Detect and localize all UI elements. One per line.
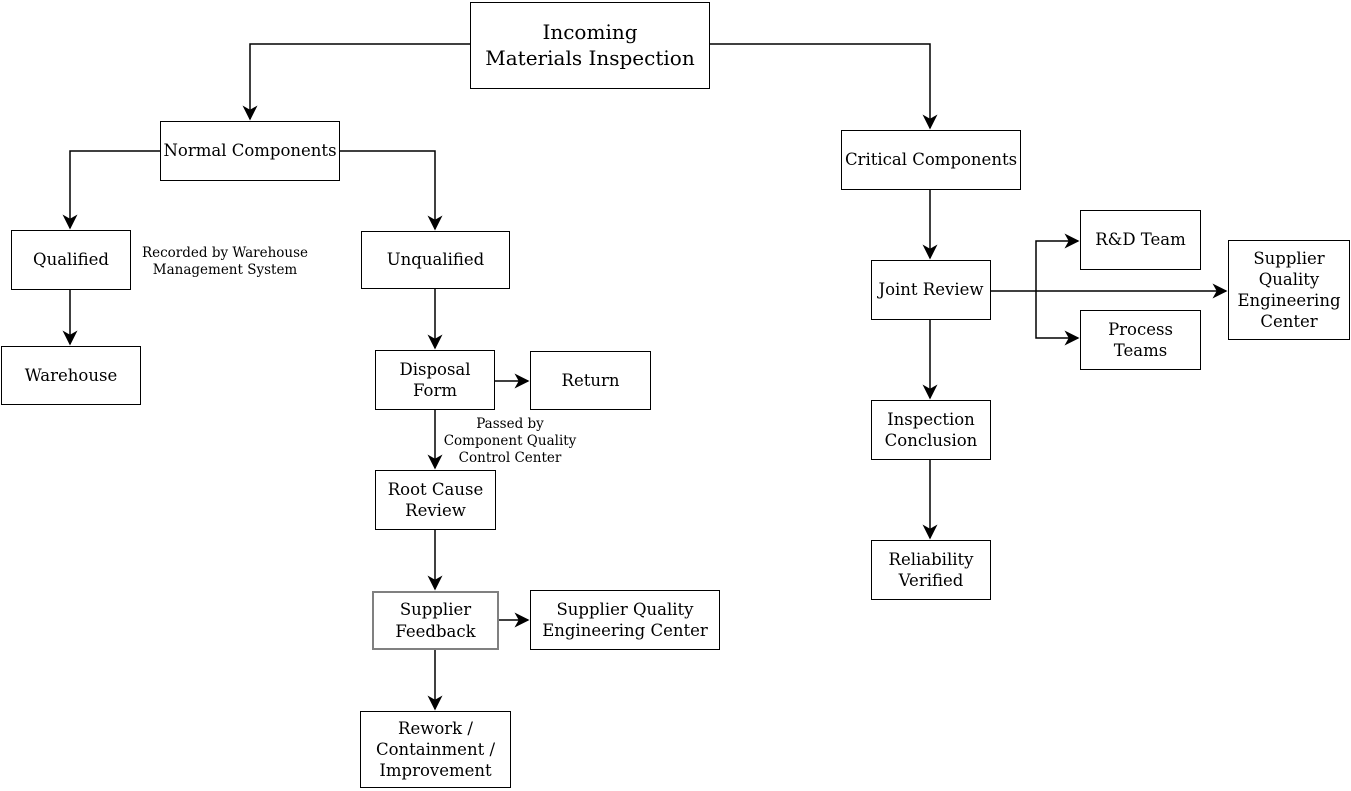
- node-incoming-materials-inspection: Incoming Materials Inspection: [470, 2, 710, 89]
- node-rework-containment-improvement: Rework / Containment / Improvement: [360, 711, 511, 788]
- node-supplier-quality-engineering-center-right: Supplier Quality Engineering Center: [1228, 240, 1350, 340]
- node-rd-team: R&D Team: [1080, 210, 1201, 270]
- node-warehouse: Warehouse: [1, 346, 141, 405]
- node-supplier-quality-engineering-center-mid: Supplier Quality Engineering Center: [530, 590, 720, 650]
- node-supplier-feedback: Supplier Feedback: [372, 591, 499, 650]
- edge-joint-review-to-process-teams: [1035, 291, 1080, 346]
- edge-normal-to-qualified: [62, 150, 160, 230]
- node-root-cause-review: Root Cause Review: [375, 470, 496, 530]
- node-process-teams: Process Teams: [1080, 310, 1201, 370]
- node-disposal-form: Disposal Form: [375, 350, 495, 410]
- edge-incoming-to-normal: [242, 43, 470, 121]
- edge-joint-review-to-rd-team: [1035, 233, 1080, 291]
- edge-incoming-to-critical: [710, 43, 938, 130]
- node-qualified: Qualified: [11, 230, 131, 290]
- node-unqualified: Unqualified: [361, 231, 510, 289]
- node-inspection-conclusion: Inspection Conclusion: [871, 400, 991, 460]
- node-normal-components: Normal Components: [160, 121, 340, 181]
- node-joint-review: Joint Review: [871, 260, 991, 320]
- edge-normal-to-unqualified: [340, 150, 443, 231]
- annotation-passed-by-component-quality: Passed by Component Quality Control Cent…: [443, 416, 577, 466]
- node-reliability-verified: Reliability Verified: [871, 540, 991, 600]
- node-critical-components: Critical Components: [841, 130, 1021, 190]
- annotation-recorded-by-warehouse: Recorded by Warehouse Management System: [141, 245, 309, 278]
- node-return: Return: [530, 351, 651, 410]
